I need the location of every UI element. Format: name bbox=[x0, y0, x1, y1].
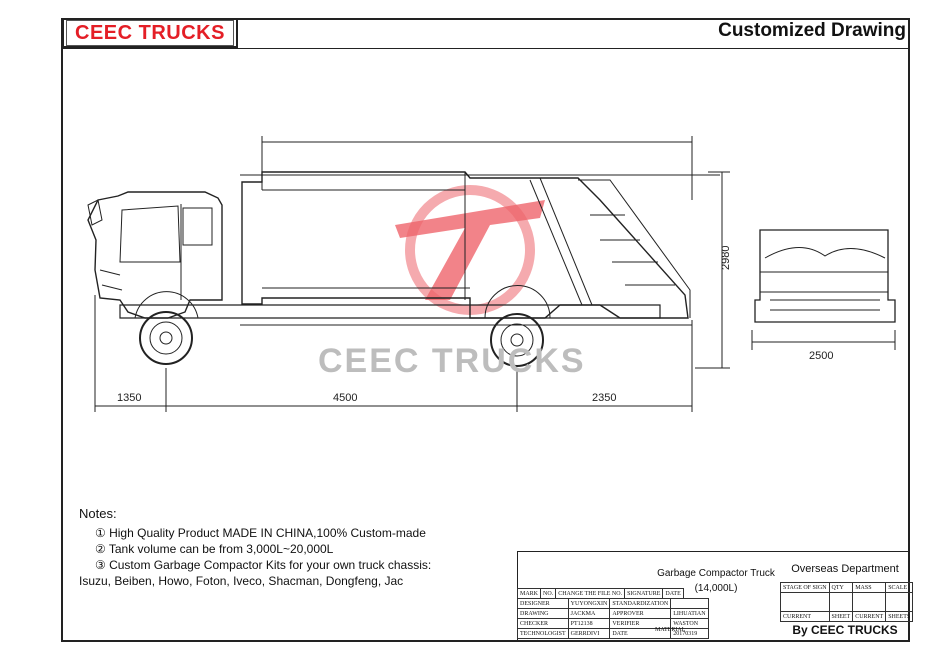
front-wheel-icon bbox=[139, 311, 193, 365]
rev-header-cell: NO. bbox=[540, 588, 557, 599]
table-row: STAGE OF SIGN QTY MASS SCALE bbox=[780, 582, 914, 593]
revision-table: MARK NO. CHANGE THE FILE NO. SIGNATURE D… bbox=[516, 588, 684, 599]
brand-inner-border bbox=[66, 20, 234, 46]
cell bbox=[780, 592, 830, 612]
table-row: TECHNOLOGIST GERRDIVI DATE 20170319 bbox=[517, 628, 709, 639]
watermark-text: CEEC TRUCKS bbox=[318, 342, 586, 380]
cell bbox=[852, 592, 887, 612]
logo-watermark-icon bbox=[395, 185, 545, 315]
material-label: MATERIAL bbox=[655, 627, 686, 633]
cell: TECHNOLOGIST bbox=[517, 628, 569, 639]
cell: PT12138 bbox=[567, 618, 611, 629]
rear-view-outline bbox=[754, 229, 896, 323]
table-row: CURRENT SHEET CURRENT SHEETS bbox=[780, 611, 914, 622]
wheelbase-label: 4500 bbox=[333, 392, 358, 404]
notes-heading: Notes: bbox=[79, 506, 117, 521]
header-divider bbox=[61, 48, 910, 49]
width-dimension-label: 2500 bbox=[809, 350, 834, 362]
cell: GERRDIVI bbox=[567, 628, 611, 639]
cell: DRAWING bbox=[517, 608, 569, 619]
cell bbox=[828, 592, 854, 612]
cell: MASS bbox=[852, 582, 887, 593]
height-dimension-label: 2980 bbox=[720, 245, 732, 270]
product-name: Garbage Compactor Truck bbox=[657, 568, 775, 579]
cab-outline bbox=[87, 191, 223, 319]
brand-name: CEEC TRUCKS bbox=[75, 21, 225, 44]
cell: LIHUATIAN bbox=[670, 608, 709, 619]
page-title: Customized Drawing bbox=[718, 20, 906, 41]
front-overhang-label: 1350 bbox=[117, 392, 142, 404]
product-capacity: (14,000L) bbox=[694, 583, 738, 594]
cell: JACKMA bbox=[567, 608, 611, 619]
cell bbox=[670, 598, 709, 609]
note-item: ② Tank volume can be from 3,000L~20,000L bbox=[95, 542, 334, 556]
cell: CURRENT bbox=[852, 611, 887, 622]
drawing-frame bbox=[61, 18, 910, 642]
note-item: ① High Quality Product MADE IN CHINA,100… bbox=[95, 526, 426, 540]
stage-table: STAGE OF SIGN QTY MASS SCALE CURRENT SHE… bbox=[780, 582, 914, 622]
note-item: ③ Custom Garbage Compactor Kits for your… bbox=[95, 558, 432, 572]
table-row bbox=[780, 592, 914, 612]
rear-overhang-label: 2350 bbox=[592, 392, 617, 404]
rear-wheel-icon bbox=[490, 313, 544, 367]
table-row: DRAWING JACKMA APPROVER LIHUATIAN bbox=[517, 608, 709, 619]
table-row: DESIGNER YUYONGXIN STANDARDIZATION bbox=[517, 598, 709, 609]
rev-header-cell: MARK bbox=[516, 588, 542, 599]
cell: STAGE OF SIGN bbox=[780, 582, 830, 593]
cell: SCALE bbox=[885, 582, 914, 593]
cell: STANDARDIZATION bbox=[609, 598, 672, 609]
cell: DESIGNER bbox=[517, 598, 569, 609]
cell: APPROVER bbox=[609, 608, 672, 619]
product-name-box: Garbage Compactor Truck (14,000L) bbox=[652, 566, 780, 596]
note-item: Isuzu, Beiben, Howo, Foton, Iveco, Shacm… bbox=[79, 574, 404, 588]
cell: CHECKER bbox=[517, 618, 569, 629]
brand-logo-box: CEEC TRUCKS bbox=[62, 18, 238, 48]
cell: SHEETS bbox=[885, 611, 914, 622]
rev-header-cell: CHANGE THE FILE NO. bbox=[555, 588, 626, 599]
cell: SHEET bbox=[828, 611, 854, 622]
notes-section: Notes: ① High Quality Product MADE IN CH… bbox=[79, 506, 431, 589]
department-label: Overseas Department bbox=[791, 563, 899, 575]
signature-table: DESIGNER YUYONGXIN STANDARDIZATION DRAWI… bbox=[517, 598, 709, 639]
cell bbox=[885, 592, 914, 612]
cell: QTY bbox=[828, 582, 854, 593]
cell: YUYONGXIN bbox=[567, 598, 611, 609]
cell: CURRENT bbox=[780, 611, 830, 622]
by-company-label: By CEEC TRUCKS bbox=[792, 623, 898, 637]
cell: 20170319 bbox=[670, 628, 709, 639]
